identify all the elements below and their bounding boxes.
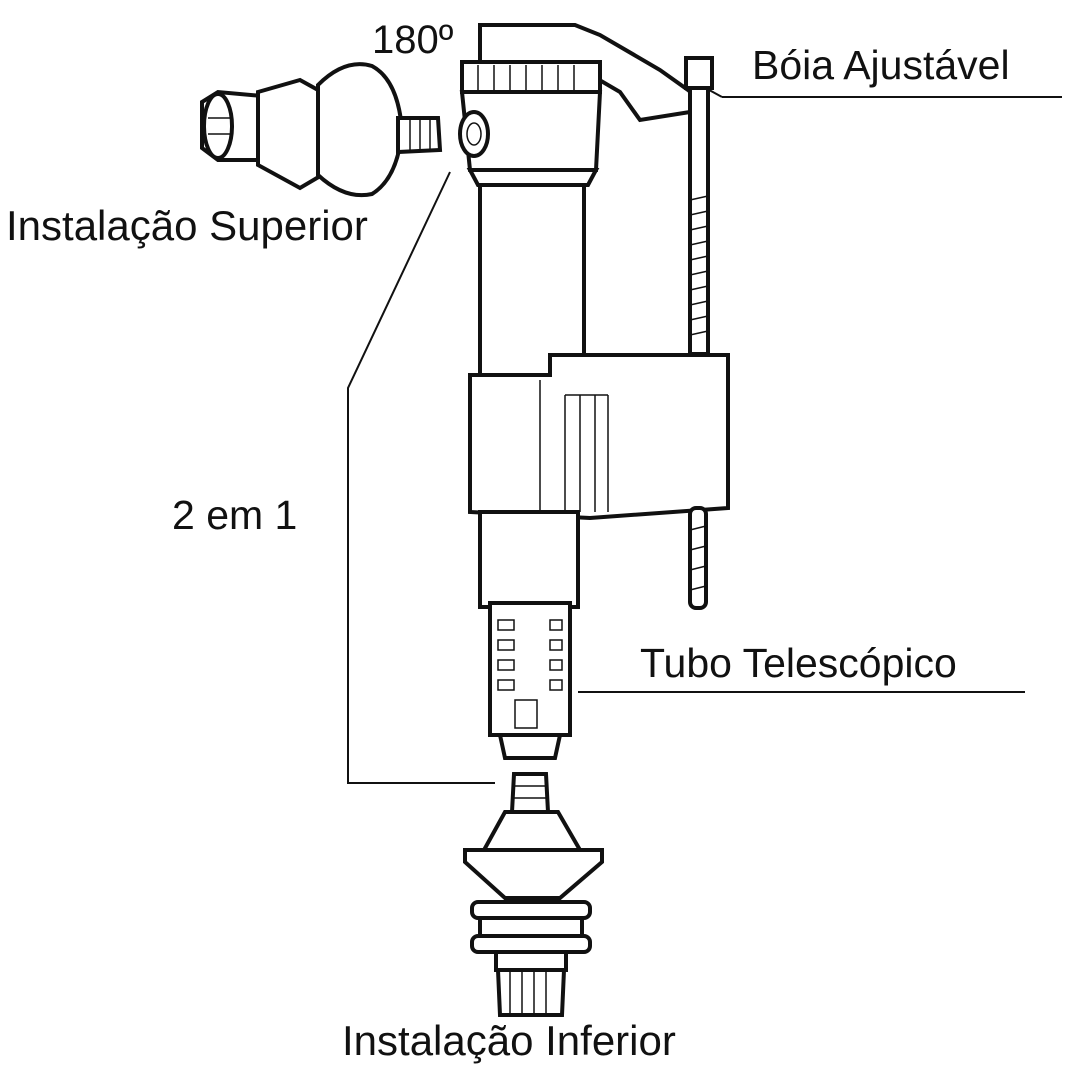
- two-in-one-bracket: [347, 171, 495, 784]
- leader-lines: [347, 84, 1062, 784]
- top-install-label: Instalação Superior: [6, 202, 368, 249]
- adjustable-float-rod: [684, 56, 714, 610]
- float-label: Bóia Ajustável: [752, 42, 1010, 88]
- top-inlet-connector: [200, 62, 443, 198]
- two-in-one-label: 2 em 1: [172, 492, 298, 538]
- bottom-install-label: Instalação Inferior: [342, 1017, 676, 1064]
- bottom-inlet-connector: [463, 772, 604, 1017]
- fill-valve-body: [458, 23, 730, 609]
- telescopic-tube-label: Tubo Telescópico: [640, 640, 957, 686]
- telescopic-tube: [488, 601, 572, 760]
- rotation-label: 180º: [372, 18, 454, 62]
